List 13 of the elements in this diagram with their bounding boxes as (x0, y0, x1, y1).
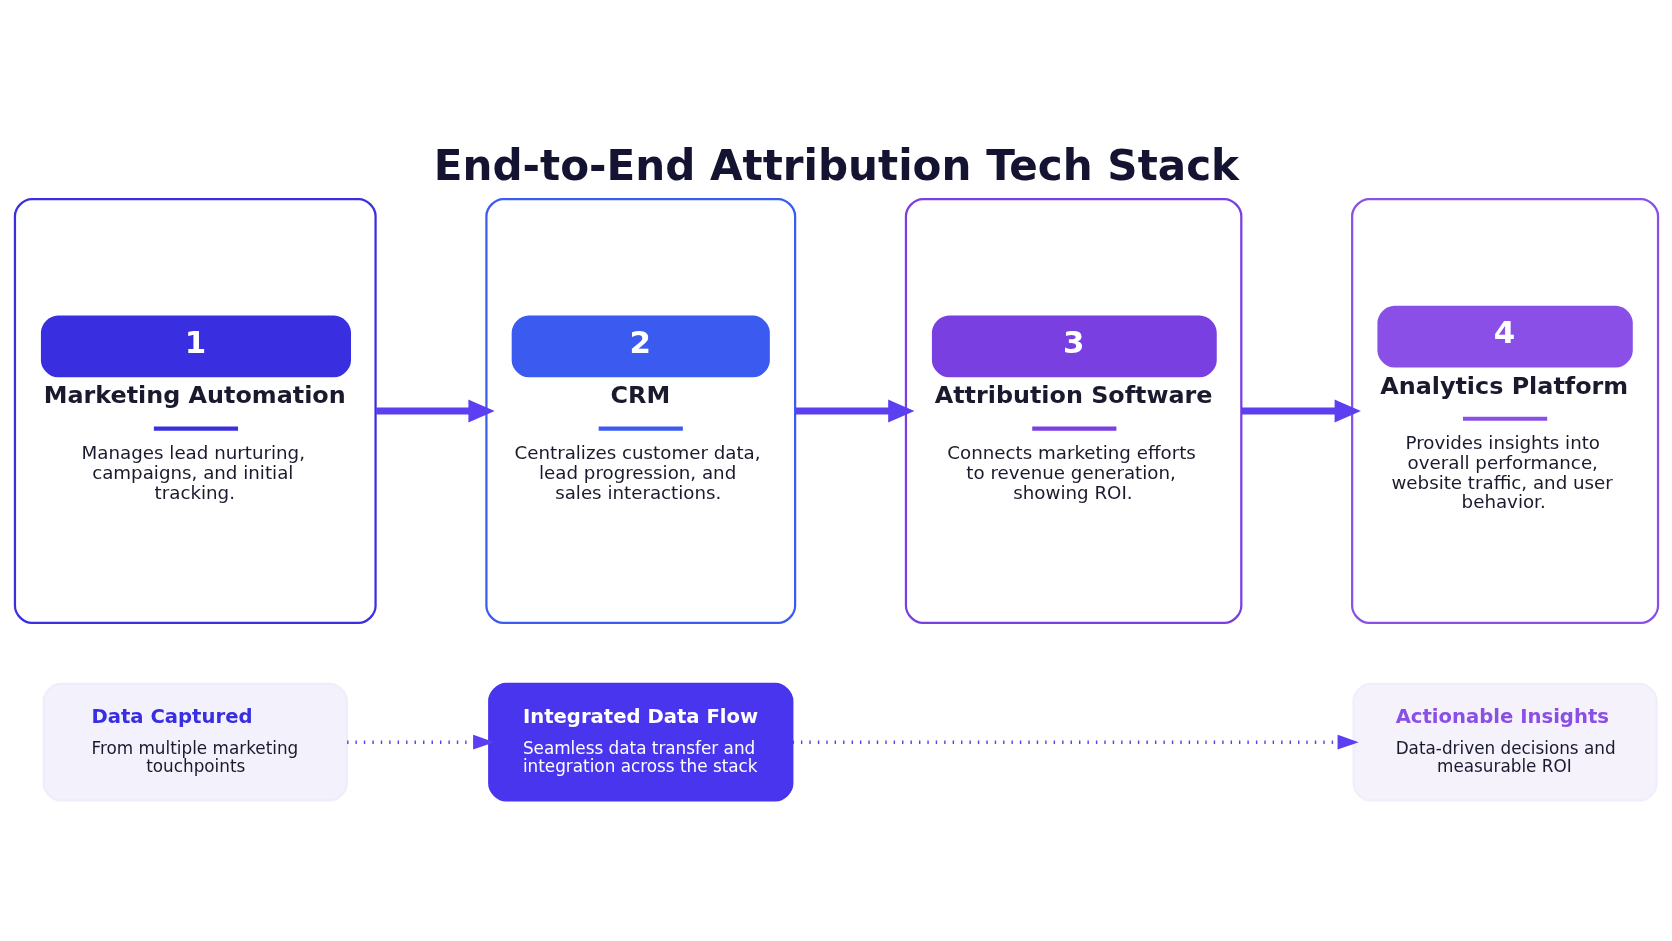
arrow (1240, 399, 1361, 422)
diagram-title: End-to-End Attribution Tech Stack (433, 140, 1239, 189)
arrow (375, 399, 495, 422)
node-box: 2 CRM Centralizes customer data, lead progression, and sales interactions. (484, 197, 796, 624)
node-box: 1 Marketing Automation Manages lead nurturing, campaigns, and initial tracking. (13, 197, 377, 624)
node-box: 3 Attribution Software Connects marketing efforts to revenue generation, showing ROI. (904, 197, 1242, 624)
node-box: 4 Analytics Platform Provides insights into overall performance, website traffic, and user behavior. (1350, 197, 1659, 624)
arrow (795, 399, 914, 422)
node-box: Actionable Insights Data-driven decisions and measurable ROI (1351, 682, 1658, 801)
arrow (792, 734, 1359, 750)
node-box: Data Captured From multiple marketing touchpoints (42, 682, 348, 801)
node-box: Integrated Data Flow Seamless data transfer and integration across the stack (487, 682, 793, 801)
arrow (346, 734, 494, 750)
